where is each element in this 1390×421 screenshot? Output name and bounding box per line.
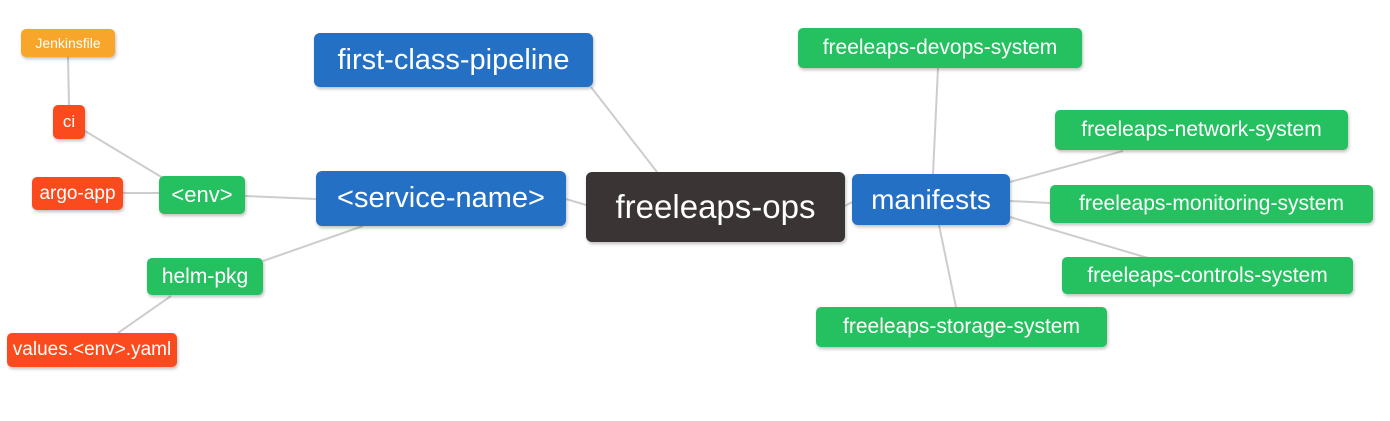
edge-manifests-storage [938, 224, 957, 308]
node-freeleaps-storage-system[interactable]: freeleaps-storage-system [816, 307, 1107, 347]
edge-jenkinsfile-ci [67, 56, 70, 106]
edge-servicename-ops [565, 198, 587, 206]
edge-manifests-monitoring [1009, 200, 1051, 204]
edge-pipeline-ops [590, 86, 658, 173]
edge-manifests-devops [932, 67, 939, 175]
node-helm-pkg[interactable]: helm-pkg [147, 258, 263, 295]
node-first-class-pipeline[interactable]: first-class-pipeline [314, 33, 593, 87]
node-ci[interactable]: ci [53, 105, 85, 139]
edge-helmpkg-servicename [262, 225, 364, 262]
edge-ci-env [84, 130, 164, 179]
edge-manifests-controls [1009, 216, 1149, 259]
node-freeleaps-ops-root[interactable]: freeleaps-ops [586, 172, 845, 242]
edge-manifests-network [1009, 150, 1124, 183]
edge-ops-manifests [844, 201, 853, 207]
node-values-env-yaml[interactable]: values.<env>.yaml [7, 333, 177, 367]
node-freeleaps-monitoring-system[interactable]: freeleaps-monitoring-system [1050, 185, 1373, 223]
edge-env-servicename [244, 195, 317, 200]
node-freeleaps-devops-system[interactable]: freeleaps-devops-system [798, 28, 1082, 68]
node-manifests[interactable]: manifests [852, 174, 1010, 225]
node-freeleaps-controls-system[interactable]: freeleaps-controls-system [1062, 257, 1353, 294]
node-jenkinsfile[interactable]: Jenkinsfile [21, 29, 115, 57]
node-env[interactable]: <env> [159, 176, 245, 214]
node-service-name[interactable]: <service-name> [316, 171, 566, 226]
node-argo-app[interactable]: argo-app [32, 177, 123, 210]
node-freeleaps-network-system[interactable]: freeleaps-network-system [1055, 110, 1348, 150]
edge-values-helmpkg [117, 295, 172, 334]
